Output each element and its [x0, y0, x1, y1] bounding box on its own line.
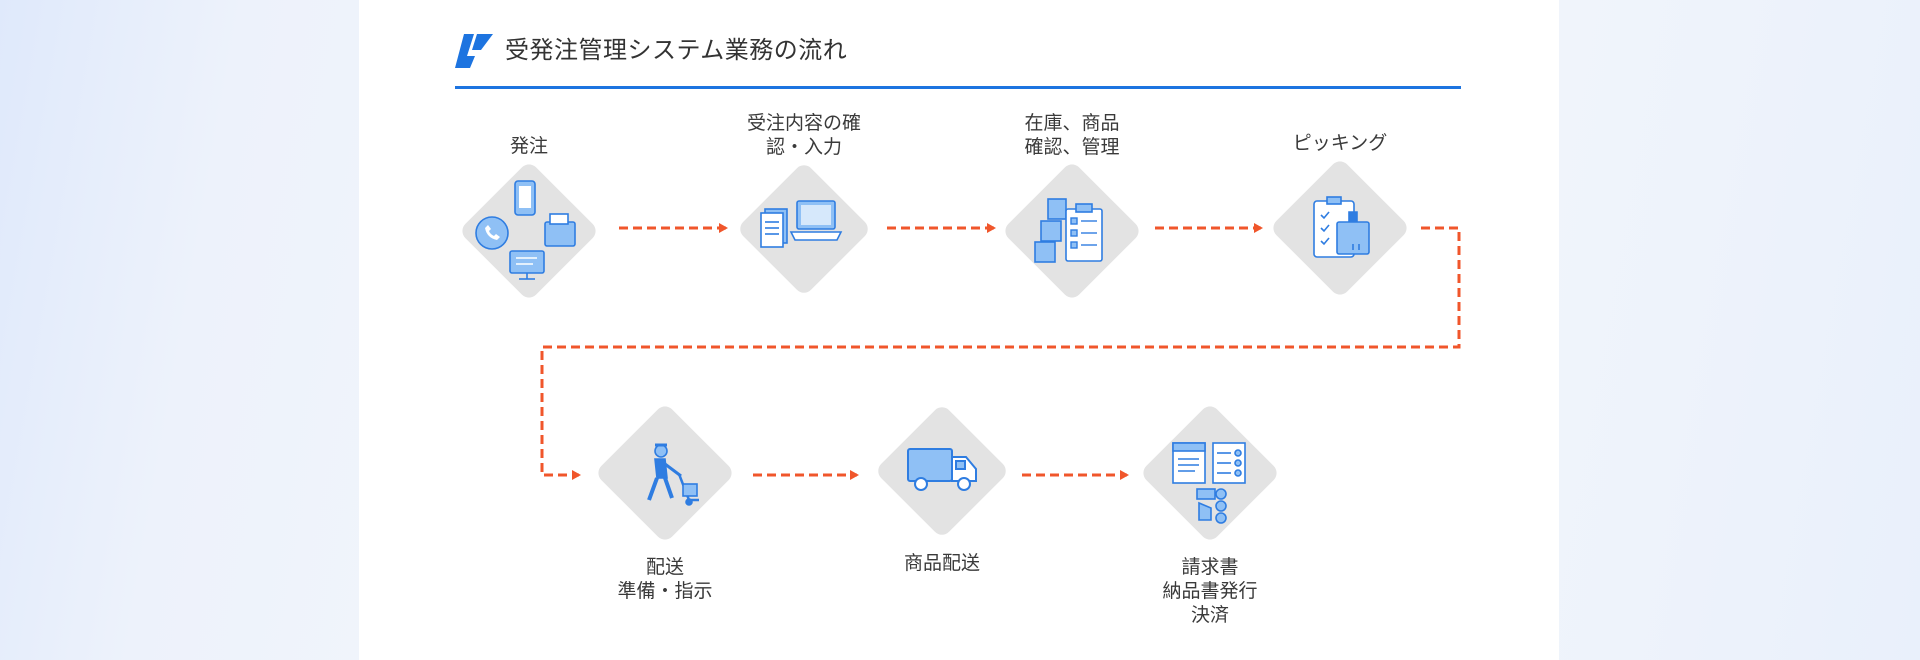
step-label-shipping-prep: 配送 準備・指示	[617, 556, 713, 602]
step-label-invoice: 請求書 納品書発行 決済	[1162, 556, 1258, 626]
step-label-order-entry: 受注内容の確 認・入力	[746, 112, 861, 158]
brand-logo-icon	[455, 34, 493, 68]
step-label-order: 発注	[509, 135, 548, 157]
step-label-delivery: 商品配送	[903, 552, 980, 574]
step-label-picking: ピッキング	[1292, 132, 1388, 154]
inventory-checklist-icon	[1034, 198, 1103, 263]
step-7-diamond	[1143, 406, 1277, 540]
invoice-payment-icon	[1172, 442, 1246, 524]
document-laptop-icon	[760, 200, 843, 248]
flow-card: 受発注管理システム業務の流れ	[359, 0, 1559, 660]
flow-diagram	[462, 161, 1461, 540]
hand-truck-worker-icon	[647, 443, 699, 506]
page-title: 受発注管理システム業務の流れ	[505, 36, 848, 64]
title-underline	[455, 86, 1461, 89]
picking-clipboard-icon	[1313, 196, 1370, 258]
delivery-truck-icon	[907, 448, 977, 491]
flow-arrow-4-return	[540, 226, 1461, 480]
step-label-inventory: 在庫、商品 確認、管理	[1024, 112, 1120, 158]
step-1-diamond	[462, 164, 596, 298]
order-channels-icon	[475, 180, 576, 280]
